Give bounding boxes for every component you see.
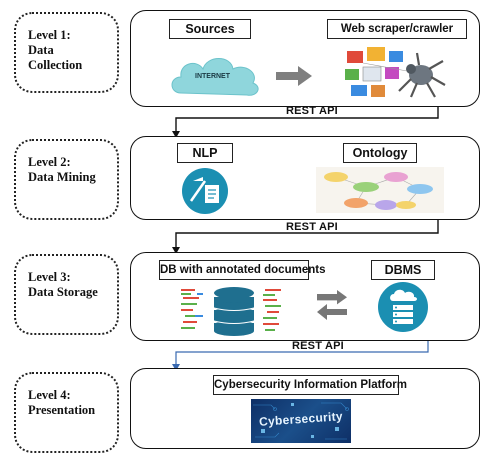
api-label-3: REST API bbox=[292, 340, 344, 352]
annotated-database-icon bbox=[181, 287, 281, 336]
ontology-label: Ontology bbox=[343, 143, 417, 163]
swap-arrows-icon bbox=[317, 290, 347, 320]
level-1-box: Level 1: Data Collection bbox=[14, 12, 119, 93]
mining-panel: NLP Ontology bbox=[130, 136, 480, 220]
cloud-text: INTERNET bbox=[195, 73, 230, 80]
storage-panel: DB with annotated documents DBMS bbox=[130, 252, 480, 341]
collection-panel: Sources Web scraper/crawler INTERNET bbox=[130, 10, 480, 107]
presentation-panel: Cybersecurity Information Platform Cyber… bbox=[130, 368, 480, 449]
cloud-icon bbox=[171, 58, 259, 96]
level-1-title: Level 1: bbox=[28, 28, 71, 42]
level-2-box: Level 2: Data Mining bbox=[14, 139, 119, 220]
level-4-subtitle: Presentation bbox=[28, 403, 96, 417]
level-1-subtitle: Data Collection bbox=[28, 43, 83, 72]
dbms-icon bbox=[378, 282, 428, 332]
ontology-icon bbox=[316, 167, 444, 213]
platform-label: Cybersecurity Information Platform bbox=[213, 375, 407, 395]
nlp-icon bbox=[182, 168, 228, 214]
api-label-2: REST API bbox=[286, 221, 338, 233]
level-3-subtitle: Data Storage bbox=[28, 285, 98, 299]
sources-label: Sources bbox=[169, 19, 251, 39]
level-4-title: Level 4: bbox=[28, 388, 71, 402]
scraper-label: Web scraper/crawler bbox=[327, 19, 467, 39]
level-4-box: Level 4: Presentation bbox=[14, 372, 119, 453]
level-3-title: Level 3: bbox=[28, 270, 71, 284]
web-scraper-icon bbox=[345, 47, 446, 98]
db-label: DB with annotated documents bbox=[159, 260, 325, 280]
dbms-label: DBMS bbox=[371, 260, 435, 280]
level-2-subtitle: Data Mining bbox=[28, 170, 96, 184]
level-3-box: Level 3: Data Storage bbox=[14, 254, 119, 335]
cybersecurity-banner: Cybersecurity bbox=[251, 399, 351, 443]
api-label-1: REST API bbox=[286, 105, 338, 117]
level-2-title: Level 2: bbox=[28, 155, 71, 169]
nlp-label: NLP bbox=[177, 143, 233, 163]
arrow-right-icon bbox=[276, 66, 312, 86]
circuit-pattern-icon bbox=[253, 402, 349, 440]
